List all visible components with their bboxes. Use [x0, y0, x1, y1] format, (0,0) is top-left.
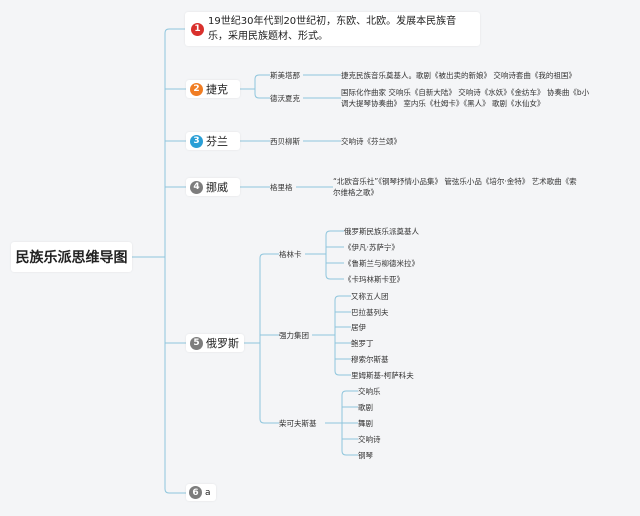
glinka-item[interactable]: 《鲁斯兰与柳德米拉》: [344, 259, 419, 268]
root-topic-label: 民族乐派思维导图: [15, 250, 128, 266]
branch-finland[interactable]: 3 芬兰: [186, 132, 240, 150]
group-mighty-handful[interactable]: 强力集团: [279, 331, 309, 340]
number-badge: 2: [190, 82, 203, 96]
branch-label: a: [205, 487, 211, 498]
intro-text: 19世纪30年代到20世纪初，东欧、北欧。发展本民族音乐，采用民族题材、形式。: [208, 16, 457, 42]
mighty-item[interactable]: 里姆斯基-柯萨科夫: [351, 371, 414, 380]
composer-tchaikovsky[interactable]: 柴可夫斯基: [279, 419, 317, 428]
composer-dvorak[interactable]: 德沃夏克: [270, 94, 300, 103]
connector-line: [259, 418, 279, 424]
mighty-item[interactable]: 巴拉基列夫: [351, 308, 389, 317]
connector-line: [325, 230, 344, 236]
tchaikovsky-item[interactable]: 舞剧: [358, 419, 373, 428]
composer-grieg[interactable]: 格里格: [270, 183, 293, 192]
composer-desc: 交响诗《芬兰颂》: [341, 137, 401, 146]
mighty-item[interactable]: 穆索尔斯基: [351, 355, 389, 364]
number-badge: 6: [189, 486, 202, 499]
mighty-item[interactable]: 居伊: [351, 323, 366, 332]
composer-sibelius[interactable]: 西贝柳斯: [270, 137, 300, 146]
tchaikovsky-item[interactable]: 歌剧: [358, 403, 373, 412]
branch-label: 捷克: [206, 83, 228, 96]
mighty-item[interactable]: 鲍罗丁: [351, 339, 374, 348]
branch-czech[interactable]: 2 捷克: [186, 80, 240, 98]
composer-desc: 捷克民族音乐奠基人。歌剧《被出卖的新娘》 交响诗套曲《我的祖国》: [341, 71, 576, 80]
branch-label: 俄罗斯: [206, 337, 239, 350]
glinka-item[interactable]: 《伊凡·苏萨宁》: [344, 243, 399, 252]
glinka-item[interactable]: 《卡玛林斯卡亚》: [344, 275, 404, 284]
connector-line: [164, 488, 186, 494]
connector-line: [341, 450, 358, 456]
composer-smetana[interactable]: 斯美塔那: [270, 71, 300, 80]
number-badge: 5: [190, 336, 203, 350]
root-topic[interactable]: 民族乐派思维导图: [11, 242, 132, 272]
number-badge: 3: [190, 134, 203, 148]
composer-glinka[interactable]: 格林卡: [279, 250, 302, 259]
connector-line: [164, 28, 186, 34]
branch-norway[interactable]: 4 挪威: [186, 178, 240, 196]
connector-line: [325, 274, 344, 280]
connector-line: [334, 370, 351, 376]
connector-line: [254, 93, 270, 99]
branch-label: 挪威: [206, 181, 228, 194]
branch-label: 芬兰: [206, 135, 228, 148]
connector-line: [259, 253, 279, 259]
glinka-item[interactable]: 俄罗斯民族乐派奠基人: [344, 227, 419, 236]
connector-line: [341, 390, 358, 396]
tchaikovsky-item[interactable]: 交响诗: [358, 435, 381, 444]
connector-line: [334, 295, 351, 301]
number-badge: 1: [191, 22, 204, 36]
connector-line: [254, 74, 270, 80]
branch-russia[interactable]: 5 俄罗斯: [186, 334, 244, 352]
number-badge: 4: [190, 180, 203, 194]
branch-intro[interactable]: 1 19世纪30年代到20世纪初，东欧、北欧。发展本民族音乐，采用民族题材、形式…: [185, 12, 480, 46]
tchaikovsky-item[interactable]: 交响乐: [358, 387, 381, 396]
composer-desc: “北欧音乐社”《钢琴抒情小品集》 管弦乐小品《培尔·金特》 艺术歌曲《索尔维格之…: [333, 177, 577, 197]
branch-six[interactable]: 6 a: [186, 484, 216, 501]
tchaikovsky-item[interactable]: 钢琴: [358, 451, 373, 460]
composer-desc: 国际化作曲家 交响乐《自新大陆》 交响诗《水妖》《金纺车》 协奏曲《b小调大提琴…: [341, 88, 590, 108]
mighty-item[interactable]: 又称五人团: [351, 292, 389, 301]
